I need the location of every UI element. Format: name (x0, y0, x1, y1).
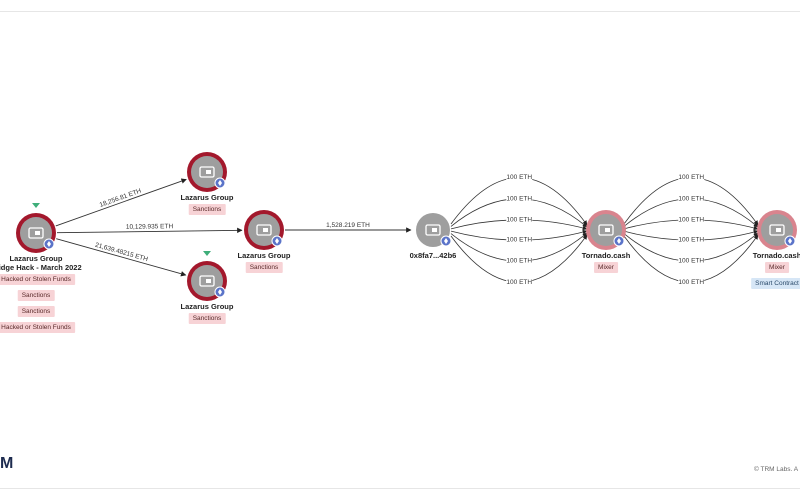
node-wallet[interactable] (416, 213, 452, 247)
wallet-icon (769, 224, 785, 236)
ethereum-badge-icon (271, 235, 283, 247)
node-label: Lazarus Group (238, 251, 291, 260)
tag-hacked-or-stolen-funds: Hacked or Stolen Funds (0, 274, 75, 285)
wallet-icon (28, 227, 44, 239)
edge-label: 100 ETH (506, 195, 532, 202)
wallet-icon (598, 224, 614, 236)
edge-label-background (506, 193, 533, 202)
node-label: Bridge Hack - March 2022 (0, 263, 82, 272)
node-lazarus-3[interactable] (187, 251, 227, 301)
top-divider (0, 11, 800, 12)
edge-label: 100 ETH (506, 216, 532, 223)
node-label: 0x8fa7...42b6 (410, 251, 457, 260)
edge-label-background (506, 214, 533, 223)
node-label: Lazarus Group (10, 254, 63, 263)
node-tornado-1[interactable] (586, 210, 626, 250)
node-label: Tornado.cash (582, 251, 631, 260)
copyright-text: © TRM Labs. A (754, 466, 799, 473)
tag-mixer: Mixer (594, 262, 618, 273)
edge-label-background (678, 214, 705, 223)
edge-label: 21,639.48215 ETH (94, 242, 149, 264)
edge-label-background (506, 256, 533, 265)
wallet-icon (199, 166, 215, 178)
edge-label: 10,129.935 ETH (126, 223, 174, 231)
tag-sanctions: Sanctions (188, 204, 226, 215)
edge-label-background (678, 172, 705, 181)
edge-labels-layer: 18,256.81 ETH 10,129.935 ETH 21,639.48215 … (94, 172, 705, 286)
wallet-icon (199, 275, 215, 287)
node-tornado-2[interactable] (757, 210, 797, 250)
edge-label-background (678, 256, 705, 265)
edge-label: 1,528.219 ETH (326, 222, 370, 229)
edge-label-background (506, 277, 533, 286)
ethereum-badge-icon (784, 235, 796, 247)
bottom-divider (0, 488, 800, 489)
tag-sanctions: Sanctions (245, 262, 283, 273)
edge-label: 100 ETH (678, 258, 704, 265)
edge-lazarus-source-to-lazarus-2 (56, 227, 243, 234)
edge-label: 100 ETH (678, 216, 704, 223)
edge-label: 18,256.81 ETH (99, 188, 143, 209)
tag-sanctions: Sanctions (188, 313, 226, 324)
edge-label-background (678, 193, 705, 202)
ethereum-badge-icon (440, 235, 452, 247)
nodes-layer: Lazarus GroupBridge Hack - March 2022Laz… (0, 152, 800, 311)
edge-label: 100 ETH (506, 279, 532, 286)
ethereum-badge-icon (214, 177, 226, 189)
tag-mixer: Mixer (765, 262, 789, 273)
edge-label: 100 ETH (506, 258, 532, 265)
edge-label-background (678, 277, 705, 286)
trm-logo: M (0, 455, 14, 472)
edge-label: 100 ETH (678, 279, 704, 286)
ethereum-badge-icon (43, 238, 55, 250)
node-lazarus-source[interactable] (16, 203, 56, 253)
edge-label: 100 ETH (678, 174, 704, 181)
node-lazarus-1[interactable] (187, 152, 227, 192)
edge-label-background (678, 235, 705, 244)
edge-lazarus-source-to-lazarus-3 (56, 238, 187, 277)
edge-label: 100 ETH (678, 237, 704, 244)
tag-sanctions: Sanctions (17, 290, 55, 301)
edge-label-background (506, 172, 533, 181)
node-label: Lazarus Group (181, 193, 234, 202)
node-lazarus-2[interactable] (244, 210, 284, 250)
edge-label-background (506, 235, 533, 244)
edge-lazarus-source-to-lazarus-1 (55, 178, 187, 227)
wallet-icon (256, 224, 272, 236)
wallet-icon (425, 224, 441, 236)
tag-hacked-or-stolen-funds: Hacked or Stolen Funds (0, 322, 75, 333)
node-label: Lazarus Group (181, 302, 234, 311)
ethereum-badge-icon (214, 286, 226, 298)
flag-marker-icon (203, 251, 211, 256)
edge-label: 100 ETH (506, 237, 532, 244)
edge-label: 100 ETH (678, 195, 704, 202)
node-label: Tornado.cash (753, 251, 800, 260)
tag-sanctions: Sanctions (17, 306, 55, 317)
flag-marker-icon (32, 203, 40, 208)
edge-label: 100 ETH (506, 174, 532, 181)
ethereum-badge-icon (613, 235, 625, 247)
tag-smart-contract: Smart Contract (751, 278, 800, 289)
